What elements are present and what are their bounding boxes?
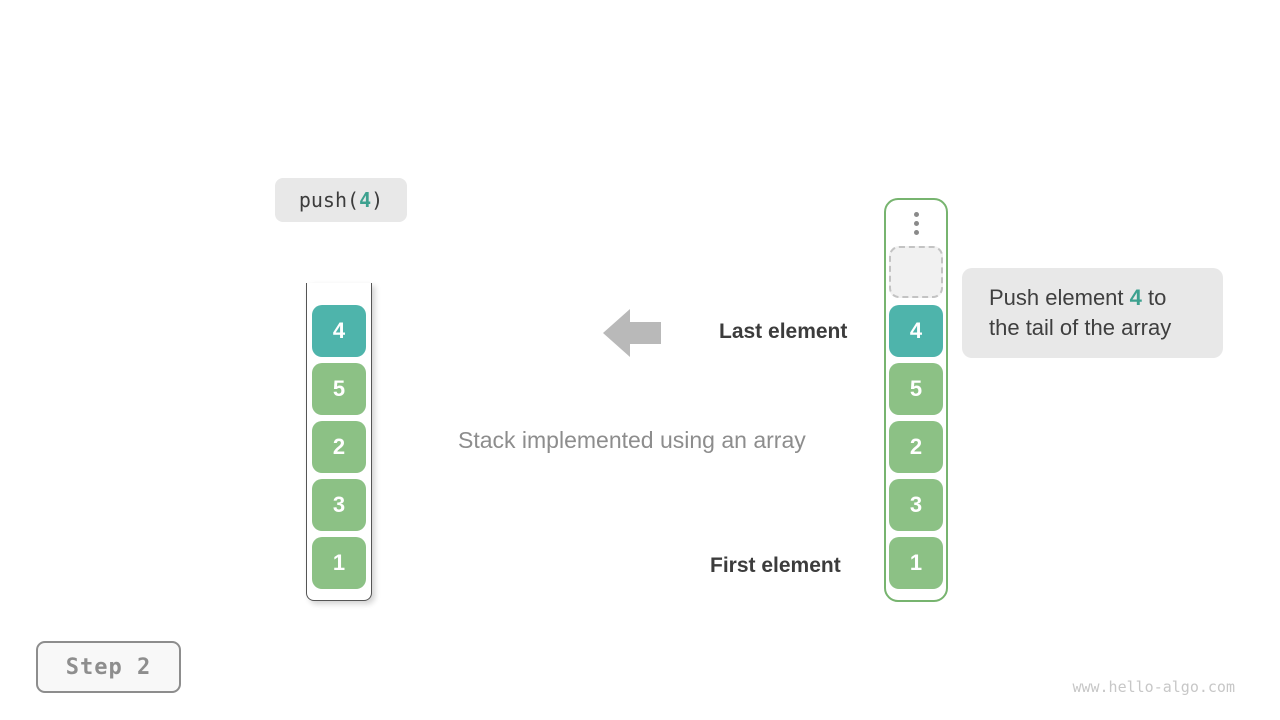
watermark-url: www.hello-algo.com [1072,678,1235,696]
stack-after-cell: 3 [889,479,943,531]
callout-arg: 4 [1129,285,1142,310]
stack-before-container: 4 5 2 3 1 [306,283,372,601]
callout-line1: Push element 4 to [989,283,1223,313]
stack-before-cell: 5 [312,363,366,415]
stack-after-cell: 1 [889,537,943,589]
callout-text: to [1141,285,1167,310]
ellipsis-icon [913,212,919,235]
stack-before-cell: 2 [312,421,366,473]
callout-box: Push element 4 to the tail of the array [962,268,1223,358]
first-element-label: First element [710,554,841,577]
operation-prefix: push( [298,188,360,212]
operation-label: push(4) [275,178,407,222]
stack-before-cell-new: 4 [312,305,366,357]
operation-suffix: ) [371,188,384,212]
stack-after-cell: 5 [889,363,943,415]
callout-text: Push element [989,285,1130,310]
last-element-label: Last element [719,320,848,343]
stack-before-cell: 3 [312,479,366,531]
stack-after-container: 4 5 2 3 1 [884,198,948,602]
step-badge: Step 2 [36,641,181,693]
callout-line2: the tail of the array [989,315,1172,340]
operation-arg: 4 [359,188,372,212]
stack-after-empty-slot [889,246,943,298]
stack-after-cell-new: 4 [889,305,943,357]
stack-before-cell: 1 [312,537,366,589]
diagram-caption: Stack implemented using an array [458,427,806,453]
stack-after-cell: 2 [889,421,943,473]
step-label: Step 2 [65,654,152,680]
left-arrow-icon [603,309,661,357]
